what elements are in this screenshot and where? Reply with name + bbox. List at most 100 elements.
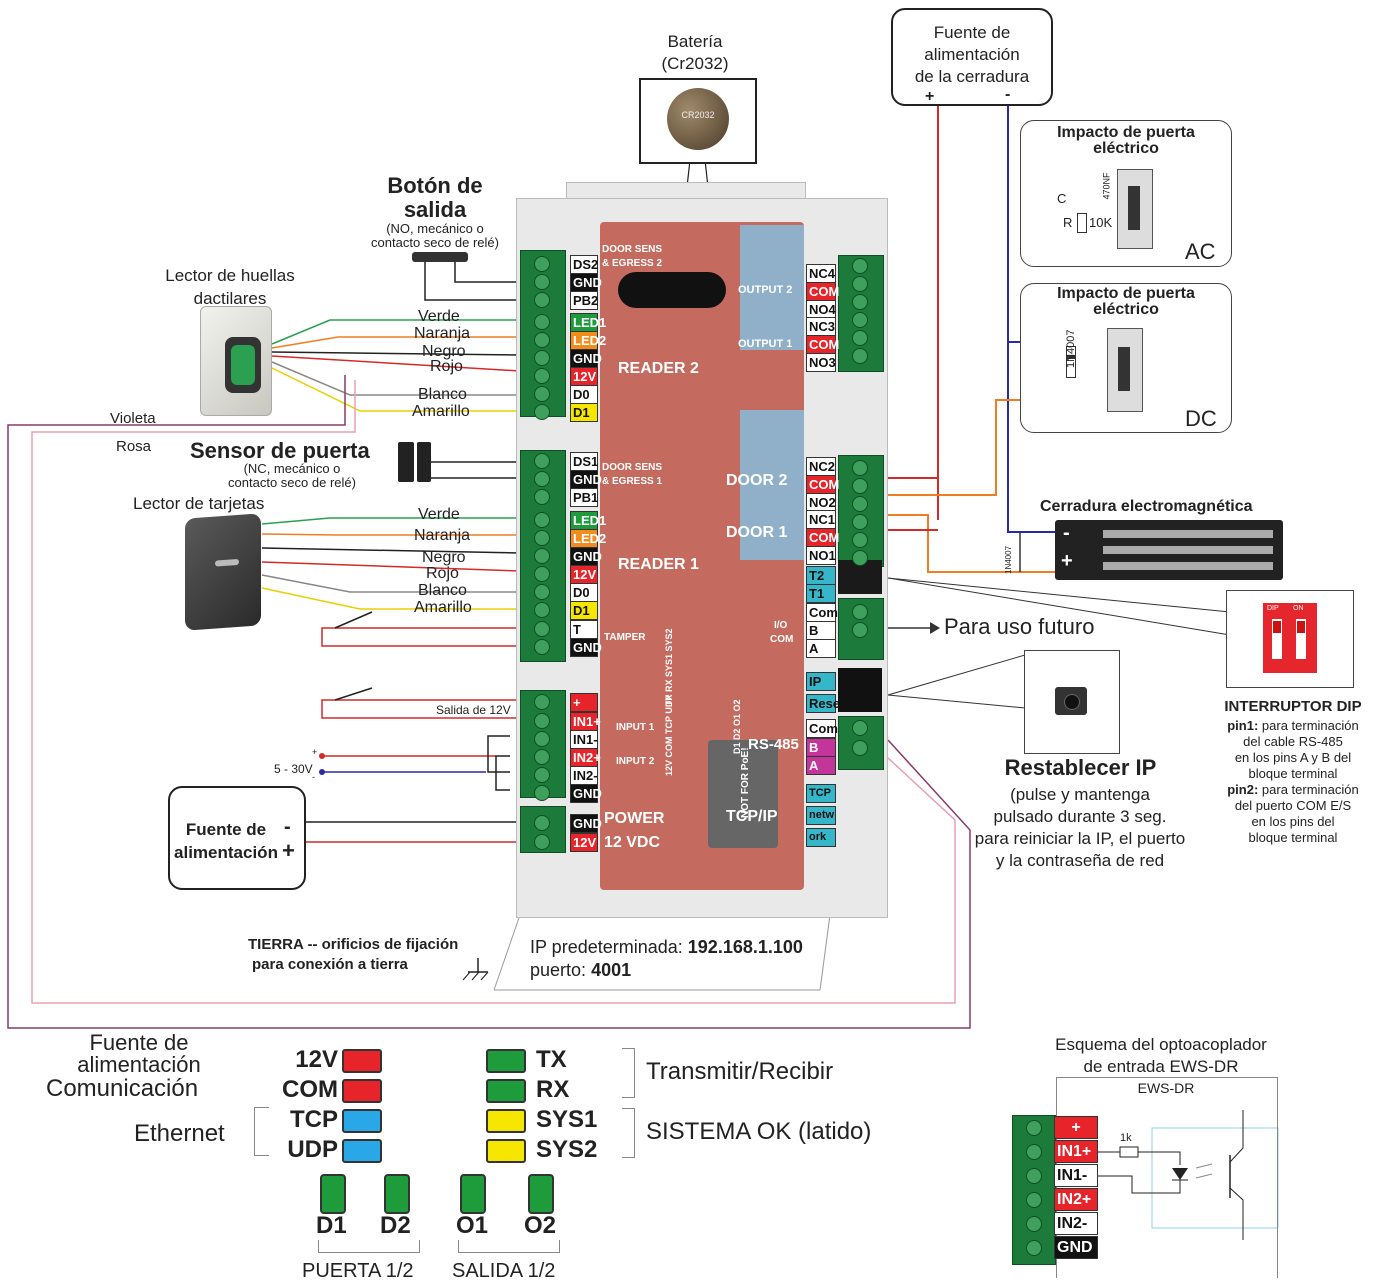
wire-label-yellow: Amarillo — [412, 403, 470, 420]
res-label: R — [1063, 215, 1073, 230]
sysok-bracket — [622, 1108, 635, 1158]
label-egress-1: & EGRESS 1 — [602, 476, 663, 487]
ip-reset-line2: pulsado durante 3 seg. — [993, 807, 1167, 826]
screw-terminal-icon — [534, 404, 550, 420]
power-supply-line2: alimentación — [174, 843, 278, 862]
right-pin-9: NC1 — [806, 510, 836, 529]
legend-ethernet: Ethernet — [134, 1120, 225, 1147]
opto-pin-4: IN2- — [1054, 1212, 1098, 1235]
exit-button-title2: salida — [403, 197, 467, 222]
opto-sub: EWS-DR — [1137, 1080, 1195, 1096]
screw-terminal-icon — [534, 602, 550, 618]
led-indicator-icon — [342, 1109, 382, 1133]
screw-terminal-icon — [852, 550, 868, 566]
right-pin-12: T2 — [806, 566, 836, 585]
left-pin-24: IN2- — [570, 766, 598, 785]
lock-power-line2: alimentación — [924, 45, 1020, 64]
exit-button-note1: (NO, mecánico o — [386, 221, 484, 236]
ethernet-bracket — [254, 1107, 269, 1156]
label-12vdc: 12 VDC — [604, 834, 661, 851]
dip-line-0: pin1: para terminación — [1227, 718, 1359, 733]
lock-power-line3: de la cerradura — [914, 67, 1030, 86]
left-pin-14: GND — [570, 547, 602, 566]
label-door-1: DOOR 1 — [726, 524, 788, 541]
led-indicator-icon — [320, 1174, 346, 1214]
lock-power-plus: + — [925, 88, 935, 105]
wire-label-red-2: Rojo — [426, 565, 459, 582]
resistor-icon — [1077, 213, 1087, 233]
door-sensor-title: Sensor de puerta — [190, 438, 370, 463]
label-io: I/O — [774, 620, 788, 631]
led-indicator-icon — [486, 1109, 526, 1133]
screw-terminal-icon — [534, 530, 550, 546]
exit-button-icon — [412, 252, 468, 262]
lock-power-minus: - — [1005, 86, 1011, 103]
screw-terminal-icon — [534, 548, 550, 564]
push-button-icon — [1055, 687, 1087, 715]
battery-frame: CR2032 — [639, 78, 757, 164]
legend-bottom-label-2: O1 — [456, 1212, 489, 1239]
opto-pin-5: GND — [1054, 1236, 1098, 1259]
port-label: puerto: — [530, 960, 587, 980]
screw-terminal-icon — [852, 740, 868, 756]
left-pin-6: 12V — [570, 367, 598, 386]
fingerprint-title1: Lector de huellas — [165, 266, 295, 285]
screw-terminal-icon — [534, 471, 550, 487]
legend-bottom-label-3: O2 — [524, 1212, 557, 1239]
opto-resistor-label: 1k — [1120, 1132, 1132, 1144]
label-rs485: RS-485 — [748, 736, 799, 753]
strike-dc-type: DC — [1185, 406, 1217, 431]
wire-label-white: Blanco — [418, 386, 467, 403]
opto-pin-1: IN1+ — [1054, 1140, 1098, 1163]
dip-line-4: pin2: para terminación — [1227, 782, 1359, 797]
label-output-1: OUTPUT 1 — [738, 338, 793, 350]
left-pin-9: DS1 — [570, 452, 598, 471]
screw-terminal-icon — [1026, 1216, 1042, 1232]
label-leds-do: D1 D2 O1 O2 — [732, 699, 742, 754]
screw-terminal-icon — [534, 785, 550, 801]
left-pin-3: LED1 — [570, 313, 606, 332]
label-tamper: TAMPER — [604, 632, 646, 643]
power-supply-line1: Fuente de — [185, 820, 267, 839]
right-pin-4: COM — [806, 335, 839, 354]
maglock-plus: + — [1061, 550, 1073, 572]
label-door-sens-1: DOOR SENS — [602, 462, 663, 473]
left-pin-27: 12V — [570, 833, 598, 852]
left-pin-26: GND — [570, 814, 602, 833]
right-pin-6: NC2 — [806, 457, 836, 476]
legend-out: SALIDA 1/2 — [452, 1260, 556, 1282]
screw-terminal-icon — [852, 720, 868, 736]
legend-bottom-label-0: D1 — [316, 1212, 347, 1239]
label-egress-2: & EGRESS 2 — [602, 258, 663, 269]
screw-terminal-icon — [852, 312, 868, 328]
screw-terminal-icon — [534, 815, 550, 831]
ip-reset-line1: (pulse y mantenga — [1010, 785, 1150, 804]
wire-label-orange: Naranja — [414, 325, 471, 342]
coin-battery-text: CR2032 — [681, 110, 715, 120]
left-pin-13: LED2 — [570, 529, 606, 548]
power-supply-plus: + — [282, 838, 295, 863]
left-pin-8: D1 — [570, 403, 598, 422]
left-pin-18: T — [570, 620, 598, 639]
salida-12v-label: Salida de 12V — [436, 703, 511, 717]
label-reader-1: READER 1 — [618, 556, 699, 573]
power-supply: Fuente de alimentación - + — [168, 786, 306, 890]
left-pin-12: LED1 — [570, 511, 606, 530]
legend-led-label-r1: RX — [536, 1076, 570, 1103]
strike-ac-icon — [1117, 169, 1153, 249]
left-pin-11: PB1 — [570, 488, 598, 507]
led-indicator-icon — [342, 1079, 382, 1103]
maglock-title: Cerradura electromagnética — [1040, 498, 1253, 515]
volt-plus: + — [312, 747, 318, 757]
screw-terminal-icon — [534, 332, 550, 348]
ip-reset-box — [1024, 650, 1120, 754]
volt-minus: - — [312, 772, 315, 782]
wire-label-yellow-2: Amarillo — [414, 599, 472, 616]
electric-strike-ac: Impacto de puerta eléctrico C 470NF R 10… — [1020, 120, 1232, 267]
screw-terminal-icon — [534, 639, 550, 655]
led-indicator-icon — [342, 1139, 382, 1163]
legend-led-label-r3: SYS2 — [536, 1136, 598, 1163]
legend-led-label-3: UDP — [287, 1136, 338, 1163]
strike-dc-title1: Impacto de puerta — [1057, 285, 1195, 302]
label-input-1: INPUT 1 — [616, 722, 655, 733]
